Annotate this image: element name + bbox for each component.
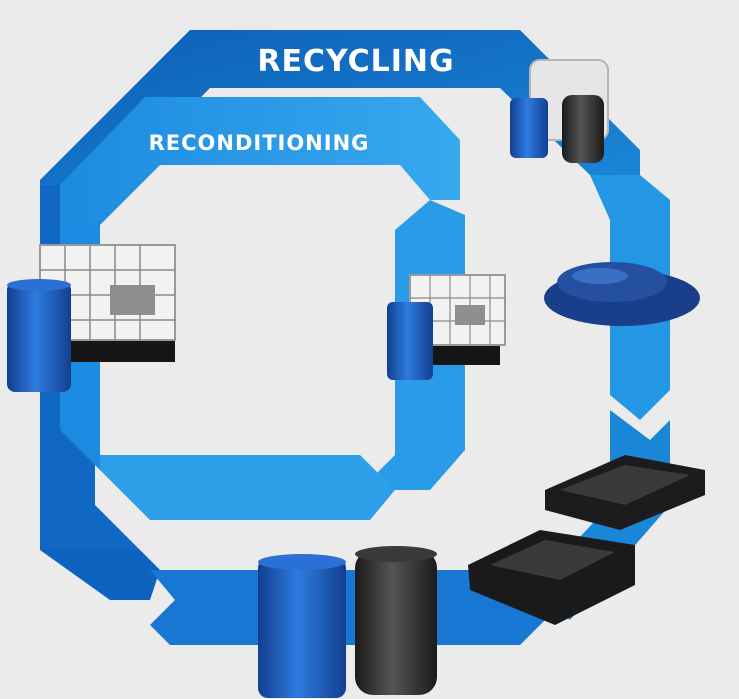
inner-arrow-top — [60, 97, 460, 225]
large-blue-drum-top — [258, 554, 346, 570]
outer-arrow-bottom — [150, 570, 545, 645]
large-black-drum-top — [355, 546, 437, 562]
inner-arrow-bottom — [100, 455, 395, 520]
plastic-granulate-pile — [544, 262, 700, 326]
outer-arrow-bottom-left — [40, 550, 160, 600]
ibc-container-with-blue-drum — [7, 244, 176, 392]
ibc-label-plate — [110, 285, 155, 315]
used-containers-white-ibc-blue-drum-black-drum — [510, 59, 609, 163]
recycling-label: RECYCLING — [257, 44, 454, 79]
pallet-top-highlight — [560, 465, 690, 505]
blue-drum — [7, 282, 71, 392]
black-plastic-pallet-bottom — [468, 530, 635, 625]
new-blue-and-black-drums — [258, 546, 437, 698]
large-black-drum — [355, 550, 437, 695]
reconditioning-label: RECONDITIONING — [149, 131, 370, 155]
reconditioned-ibc-with-blue-drum — [387, 274, 506, 380]
pallet-bottom-highlight — [490, 540, 615, 580]
granulate-highlight — [572, 268, 628, 284]
small-blue-drum — [387, 302, 433, 380]
small-blue-drum-top-right — [510, 98, 548, 158]
blue-drum-top — [7, 279, 71, 291]
black-drum-top-right — [562, 95, 604, 163]
small-ibc-label-plate — [455, 305, 485, 325]
large-blue-drum — [258, 558, 346, 698]
outer-arrow-top — [40, 30, 640, 185]
black-plastic-pallet-top — [545, 455, 705, 530]
